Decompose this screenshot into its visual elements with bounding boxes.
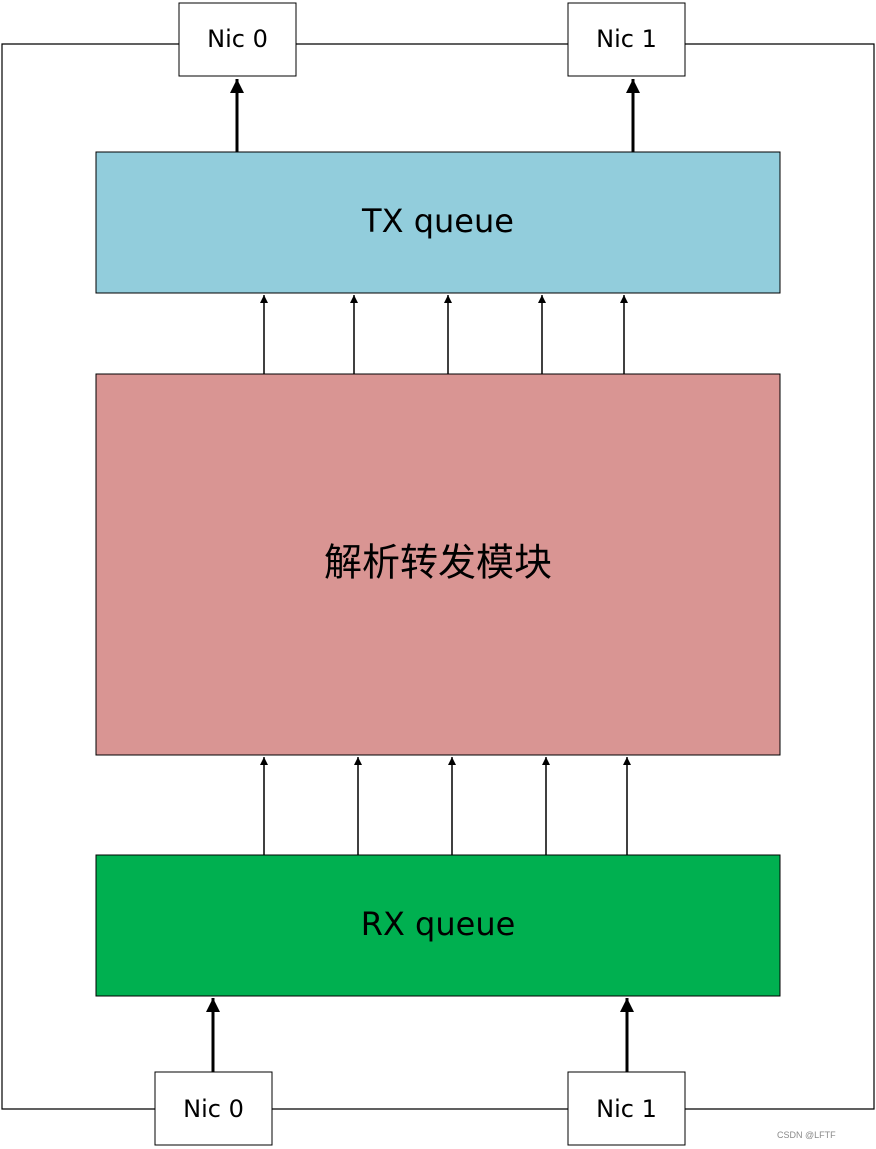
rx-queue-box: RX queue (95, 854, 781, 997)
tx-to-nic-arrows (230, 79, 640, 152)
nic-bottom-right-label: Nic 1 (596, 1095, 657, 1123)
nic-top-left-label: Nic 0 (207, 25, 268, 53)
nic-top-right-label: Nic 1 (596, 25, 657, 53)
watermark: CSDN @LFTF (777, 1130, 836, 1140)
left-loop-line (1, 43, 179, 1110)
tx-queue-box: TX queue (95, 151, 781, 294)
module-to-tx-arrows (260, 295, 628, 374)
nic-to-rx-arrows (206, 998, 634, 1072)
nic-bottom-left-label: Nic 0 (183, 1095, 244, 1123)
forwarding-module-box: 解析转发模块 (95, 373, 781, 756)
loop-connector-lines (1, 43, 875, 1110)
nic-top-right: Nic 1 (567, 2, 686, 77)
tx-queue-label: TX queue (361, 202, 514, 240)
right-loop-line (685, 43, 875, 1110)
nic-top-left: Nic 0 (178, 2, 297, 77)
nic-bottom-right: Nic 1 (567, 1071, 686, 1146)
forwarding-module-label: 解析转发模块 (324, 541, 552, 585)
rx-queue-label: RX queue (361, 905, 516, 943)
nic-bottom-left: Nic 0 (154, 1071, 273, 1146)
rx-to-module-arrows (260, 757, 631, 855)
